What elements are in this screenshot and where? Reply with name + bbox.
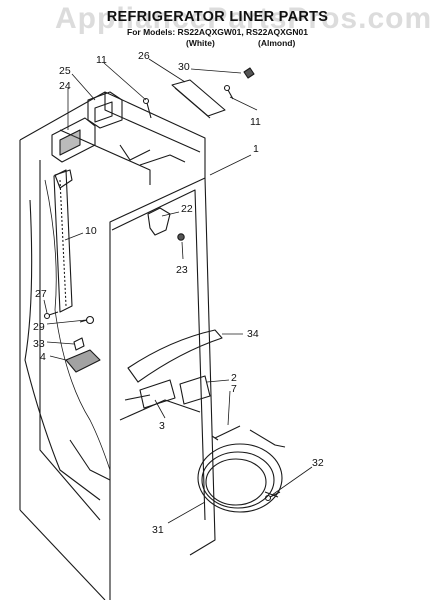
bracket-25 bbox=[87, 91, 123, 129]
screw-27 bbox=[43, 311, 59, 320]
callout-1: 1 bbox=[253, 143, 259, 155]
screw-11-right bbox=[223, 84, 234, 100]
callout-22: 22 bbox=[181, 203, 193, 215]
callout-25: 25 bbox=[59, 65, 71, 77]
callout-11-top: 11 bbox=[96, 54, 107, 66]
tie-7 bbox=[211, 425, 241, 441]
part-29 bbox=[79, 315, 95, 325]
color-label-almond: (Almond) bbox=[258, 38, 296, 48]
callout-23: 23 bbox=[176, 264, 188, 276]
callout-33: 33 bbox=[33, 338, 45, 350]
callout-7: 7 bbox=[231, 383, 237, 395]
vent-4 bbox=[65, 349, 101, 373]
callout-10: 10 bbox=[85, 225, 97, 237]
grommet-33 bbox=[73, 337, 85, 351]
callout-30: 30 bbox=[178, 61, 190, 73]
watermark: AppliancePartsPros.com bbox=[55, 2, 433, 35]
callout-27: 27 bbox=[35, 288, 47, 300]
callout-34: 34 bbox=[247, 328, 259, 340]
bracket-3 bbox=[139, 379, 176, 409]
wire-harness-31 bbox=[197, 443, 283, 513]
part-30 bbox=[243, 67, 255, 79]
bracket-2 bbox=[179, 375, 211, 405]
shelf-support-10 bbox=[53, 169, 73, 313]
callout-26: 26 bbox=[138, 50, 150, 62]
liner-drawing bbox=[19, 91, 216, 600]
screw-11-top bbox=[142, 97, 152, 119]
nut-23 bbox=[177, 233, 185, 241]
cover-34 bbox=[127, 329, 223, 383]
control-housing-24 bbox=[51, 117, 96, 163]
model-numbers: For Models: RS22AQXGW01, RS22AQXGN01 bbox=[127, 27, 308, 37]
callout-11-right: 11 bbox=[250, 116, 261, 128]
callout-3: 3 bbox=[159, 420, 165, 432]
bracket-22 bbox=[147, 207, 171, 236]
callout-31: 31 bbox=[152, 524, 164, 536]
callout-24: 24 bbox=[59, 80, 71, 92]
rail-26 bbox=[171, 79, 226, 119]
callout-32: 32 bbox=[312, 457, 324, 469]
page-title: REFRIGERATOR LINER PARTS bbox=[106, 9, 329, 25]
leader-lines bbox=[43, 58, 313, 524]
callout-labels: 25 11 26 30 24 11 1 22 10 23 27 29 34 33… bbox=[33, 50, 324, 536]
callout-4: 4 bbox=[40, 351, 46, 363]
screw-32 bbox=[264, 491, 281, 502]
callout-2: 2 bbox=[231, 372, 237, 384]
tie-strip bbox=[249, 429, 286, 448]
callout-29: 29 bbox=[33, 321, 45, 333]
color-label-white: (White) bbox=[186, 38, 215, 48]
